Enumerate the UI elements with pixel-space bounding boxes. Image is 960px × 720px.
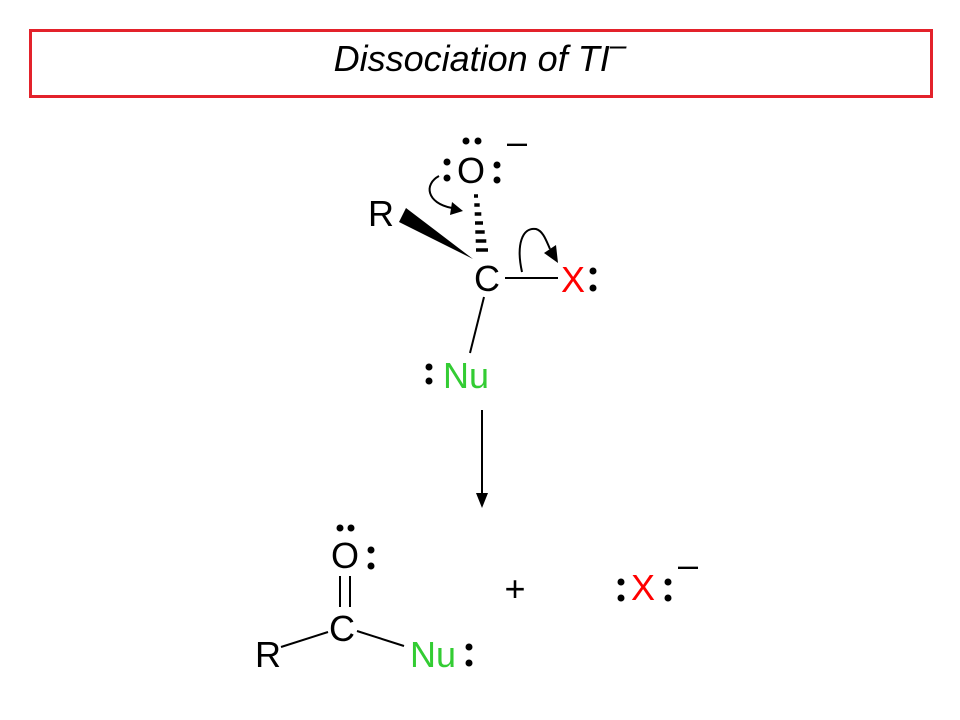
lone-pair-dot [589, 284, 597, 292]
reaction-arrow [476, 410, 488, 508]
carbonyl-product: O C R Nu [255, 524, 473, 675]
anion-negative-charge: – [678, 544, 698, 585]
lone-pair-dot [617, 594, 625, 602]
curved-arrow-head [450, 202, 463, 215]
product-nucleophile-lone-pair [465, 643, 473, 667]
lone-pair-dot [493, 161, 501, 169]
ti-nucleophile-lone-pair [425, 363, 433, 385]
reaction-arrow-head [476, 493, 488, 508]
curved-arrow-head [544, 245, 558, 263]
leaving-group-anion: X – [617, 544, 698, 608]
slide-title-superscript: – [609, 29, 627, 62]
lone-pair-dot [425, 377, 433, 385]
products: O C R Nu + [255, 524, 698, 675]
ti-leaving-group-lone-pair [589, 267, 597, 292]
tetrahedral-intermediate: O – R C X [368, 121, 597, 396]
lone-pair-dot [493, 176, 501, 184]
lone-pair-dot [367, 562, 375, 570]
lone-pair-dot [465, 643, 473, 651]
lone-pair-dot [474, 137, 482, 145]
title-box: Dissociation of TI– [29, 29, 933, 98]
curved-arrow-shaft [518, 227, 551, 273]
ti-carbon-label: C [474, 258, 500, 299]
slide-title: Dissociation of TI– [334, 29, 627, 79]
title-border [29, 29, 933, 98]
lone-pair-dot [589, 267, 597, 275]
wedge-bond-r-c [399, 208, 473, 259]
lone-pair-dot [664, 594, 672, 602]
curved-arrow-bond-to-leaving-group [518, 227, 558, 273]
lone-pair-dot [462, 137, 470, 145]
lone-pair-dot [347, 524, 355, 532]
product-oxygen-lone-pairs [336, 524, 375, 570]
curved-arrow-oxygen-to-carbon [428, 175, 463, 215]
bond-c-nu [469, 296, 485, 354]
hashed-bond-o-c [474, 194, 488, 252]
anion-lone-pairs [617, 578, 672, 602]
curved-arrow-shaft [428, 175, 453, 209]
ti-leaving-group-label: X [561, 259, 585, 300]
plus-sign: + [504, 568, 525, 609]
product-oxygen-label: O [331, 535, 359, 576]
lone-pair-dot [425, 363, 433, 371]
lone-pair-dot [664, 578, 672, 586]
lone-pair-dot [443, 174, 451, 182]
lone-pair-dot [367, 546, 375, 554]
product-r-group-label: R [255, 634, 281, 675]
ti-oxygen-negative-charge: – [507, 121, 527, 162]
bond-r-c [280, 631, 329, 648]
ti-nucleophile-label: Nu [443, 355, 489, 396]
ti-oxygen-label: O [457, 150, 485, 191]
product-carbon-label: C [329, 608, 355, 649]
ti-r-group-label: R [368, 193, 394, 234]
ti-oxygen-lone-pairs [443, 137, 501, 184]
slide-title-main: Dissociation of TI [334, 38, 610, 79]
double-bond-c-o [339, 576, 351, 607]
lone-pair-dot [617, 578, 625, 586]
product-nucleophile-label: Nu [410, 634, 456, 675]
lone-pair-dot [443, 158, 451, 166]
lone-pair-dot [465, 659, 473, 667]
bond-c-nu [356, 630, 405, 647]
anion-atom-label: X [631, 567, 655, 608]
lone-pair-dot [336, 524, 344, 532]
